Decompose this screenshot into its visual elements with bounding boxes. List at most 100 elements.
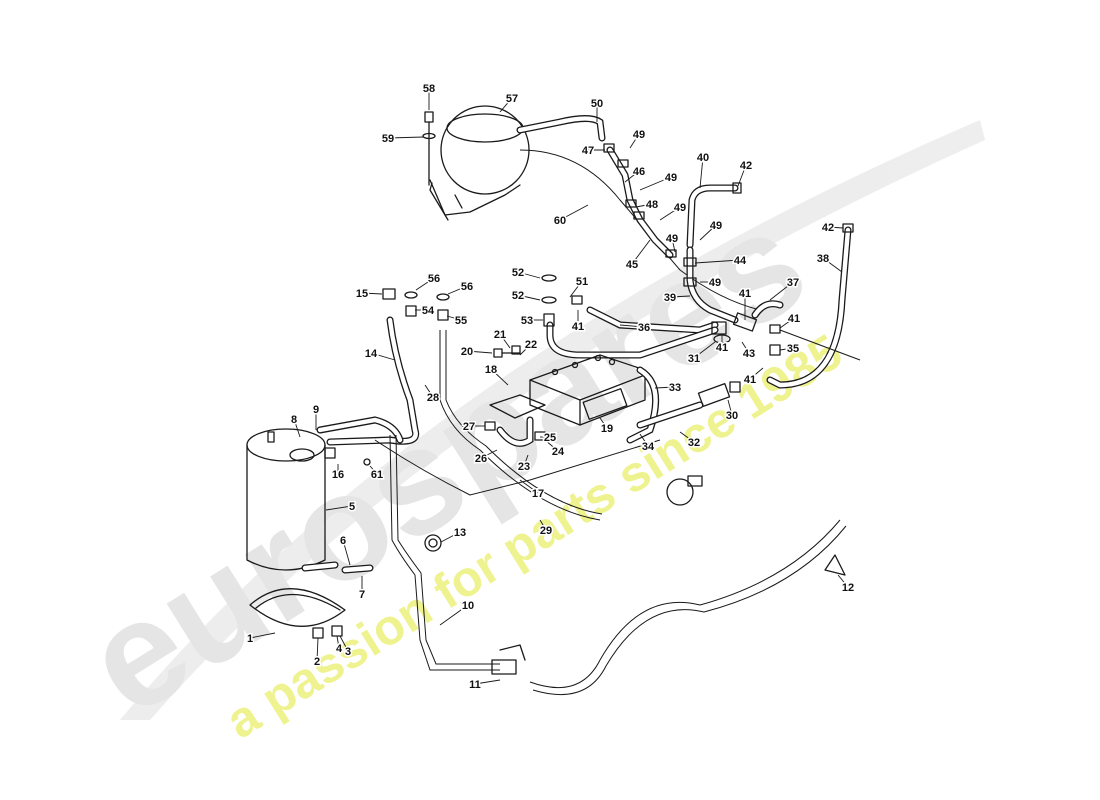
callout-label-48: 48 <box>646 199 658 211</box>
callout-label-43: 43 <box>743 348 755 360</box>
callout-label-59: 59 <box>382 133 394 145</box>
callout-label-44: 44 <box>734 255 747 267</box>
callout-label-10: 10 <box>462 600 474 612</box>
callout-label-6: 6 <box>340 535 346 547</box>
callout-label-39: 39 <box>664 292 676 304</box>
leader-line <box>837 574 849 588</box>
leader-line <box>446 315 462 321</box>
leader-line <box>339 635 349 652</box>
leader-line <box>517 271 541 279</box>
parts-drawing <box>246 105 861 696</box>
callout-label-3: 3 <box>345 646 351 658</box>
leader-line <box>499 97 513 113</box>
leader-line <box>424 384 434 398</box>
callout-label-1: 1 <box>247 633 253 645</box>
leader-line <box>336 635 340 649</box>
callout-label-38: 38 <box>817 253 829 265</box>
callout-label-30: 30 <box>726 410 738 422</box>
leader-line <box>415 277 435 291</box>
callout-label-52: 52 <box>512 267 524 279</box>
leader-line <box>639 433 649 447</box>
callout-label-58: 58 <box>423 83 435 95</box>
leader-line <box>694 259 741 264</box>
leader-line <box>669 295 691 298</box>
callout-label-24: 24 <box>552 446 565 458</box>
callout-label-31: 31 <box>688 353 700 365</box>
leader-line <box>480 449 498 459</box>
leader-line <box>490 368 509 386</box>
callout-label-14: 14 <box>365 348 378 360</box>
leader-line <box>387 136 425 139</box>
callout-label-4: 4 <box>336 643 343 655</box>
leader-line <box>539 519 547 531</box>
callout-label-15: 15 <box>356 288 368 300</box>
vacuum-sensor <box>666 475 703 506</box>
leader-line <box>737 164 747 187</box>
callout-label-61: 61 <box>371 469 383 481</box>
leader-line <box>499 333 511 349</box>
callout-label-27: 27 <box>463 421 475 433</box>
vacuum-block-19 <box>489 354 646 426</box>
leader-line <box>361 292 383 295</box>
callout-label-55: 55 <box>455 315 467 327</box>
callout-label-20: 20 <box>461 346 473 358</box>
leader-line <box>779 317 795 329</box>
leader-line <box>440 531 461 543</box>
leader-line <box>517 294 541 301</box>
callout-label-45: 45 <box>626 259 638 271</box>
callout-label-41: 41 <box>716 342 728 354</box>
leader-line <box>699 224 717 241</box>
vacuum-reservoir <box>429 105 530 221</box>
callout-label-33: 33 <box>669 382 681 394</box>
callout-label-41: 41 <box>739 288 751 300</box>
leader-line <box>727 399 733 416</box>
callout-label-42: 42 <box>740 160 752 172</box>
callout-label-5: 5 <box>349 501 355 513</box>
leader-line <box>671 237 676 253</box>
callout-label-2: 2 <box>314 656 320 668</box>
leader-line <box>249 632 276 639</box>
leader-line <box>544 439 559 452</box>
leader-line <box>693 341 716 359</box>
callout-label-46: 46 <box>633 166 645 178</box>
leader-line <box>769 281 794 301</box>
callout-label-19: 19 <box>601 423 613 435</box>
leader-line <box>559 204 589 221</box>
hose-chain-45-49 <box>603 143 677 259</box>
callout-label-21: 21 <box>494 329 506 341</box>
callout-label-23: 23 <box>518 461 530 473</box>
callout-label-32: 32 <box>688 437 700 449</box>
leader-line <box>619 324 645 328</box>
callout-label-41: 41 <box>788 313 800 325</box>
callout-label-49: 49 <box>674 202 686 214</box>
leader-line <box>474 679 501 685</box>
callout-label-53: 53 <box>521 315 533 327</box>
callout-label-34: 34 <box>642 441 655 453</box>
leader-line <box>741 341 750 354</box>
callout-label-56: 56 <box>461 281 473 293</box>
callout-label-41: 41 <box>572 321 584 333</box>
leader-line <box>659 206 681 221</box>
leader-line <box>779 347 794 351</box>
leader-line <box>466 350 493 354</box>
leader-line <box>631 239 651 265</box>
leader-line <box>519 343 532 356</box>
callout-label-40: 40 <box>697 152 709 164</box>
leader-line <box>635 203 653 208</box>
callout-label-13: 13 <box>454 527 466 539</box>
callout-label-47: 47 <box>582 145 594 157</box>
callout-labels: 1234567891011121314151617181920212223242… <box>245 82 855 693</box>
watermark-swoosh <box>120 120 985 720</box>
callout-label-25: 25 <box>544 432 556 444</box>
callout-label-37: 37 <box>787 277 799 289</box>
leader-line <box>822 257 843 273</box>
callout-label-8: 8 <box>291 414 297 426</box>
callout-label-16: 16 <box>332 469 344 481</box>
watermark: eurospares a passion for parts since 198… <box>58 120 985 749</box>
leader-line <box>519 479 539 494</box>
leader-line <box>599 417 608 429</box>
callout-label-26: 26 <box>475 453 487 465</box>
callout-label-7: 7 <box>359 589 365 601</box>
